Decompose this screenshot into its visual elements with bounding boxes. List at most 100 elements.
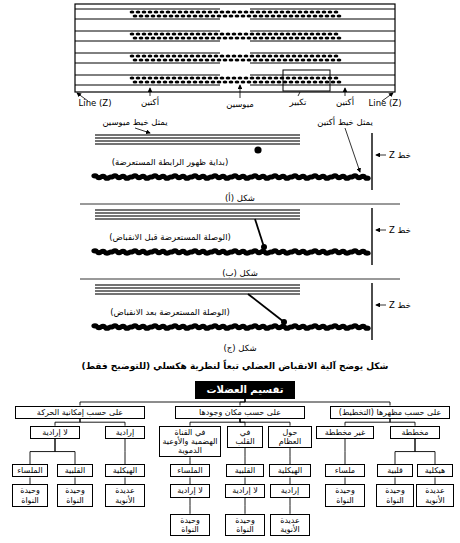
myosin-bead (148, 10, 153, 13)
myosin-bead (235, 36, 240, 39)
myosin-bead (313, 80, 318, 83)
part-label: خط Z (389, 300, 411, 310)
myosin-filament (95, 143, 300, 144)
myosin-bead (262, 32, 267, 35)
myosin-bead (157, 58, 162, 61)
myosin-bead (199, 58, 204, 61)
myosin-bead (211, 36, 216, 39)
zoom-box (283, 70, 330, 91)
myosin-bead (280, 32, 285, 35)
tree-connector (240, 419, 290, 426)
myosin-bead (190, 54, 195, 57)
myosin-bead (265, 14, 270, 17)
actin-bead (363, 326, 370, 331)
myosin-bead (244, 32, 249, 35)
box-text: وحيدة النواة (173, 516, 207, 534)
tree-connector (75, 477, 76, 484)
myosin-bead (331, 80, 336, 83)
myosin-bead (301, 36, 306, 39)
part-label: يمثل خيط ميوسين (102, 117, 167, 127)
myosin-bead (334, 10, 339, 13)
huxley-panels (91, 133, 372, 340)
myosin-bead (259, 36, 264, 39)
myosin-bead (184, 76, 189, 79)
myosin-bead (337, 14, 342, 17)
leader-lines (77, 85, 393, 305)
category-box: الهيكلية (105, 464, 145, 477)
category-box: قلبية (377, 464, 413, 477)
myosin-bead (334, 54, 339, 57)
actin-filament (75, 41, 220, 42)
category-box: لا إرادية (30, 426, 80, 439)
myosin-bead (310, 54, 315, 57)
myosin-bead (214, 10, 219, 13)
myosin-filament (95, 137, 300, 138)
category-box: القلبية (226, 464, 264, 477)
box-text: وحيدة النواة (228, 516, 262, 534)
myosin-bead (328, 10, 333, 13)
myosin-bead (286, 10, 291, 13)
part-label: (Z) Line (79, 98, 112, 108)
myosin-bead (229, 36, 234, 39)
title-box: تقسيم العضلات (195, 381, 295, 399)
myosin-bead (289, 36, 294, 39)
myosin-bead (235, 58, 240, 61)
myosin-bead (217, 58, 222, 61)
myosin-bead (310, 32, 315, 35)
myosin-bead (331, 58, 336, 61)
myosin-bead (169, 58, 174, 61)
myosin-bead (298, 32, 303, 35)
myosin-bead (316, 10, 321, 13)
myosin-bead (298, 76, 303, 79)
myosin-bead (259, 80, 264, 83)
actin-filament (250, 85, 395, 86)
myosin-bead (271, 58, 276, 61)
category-box: وحيدة النواة (325, 484, 365, 506)
myosin-bead (181, 36, 186, 39)
myosin-bead (307, 58, 312, 61)
myosin-bead (193, 80, 198, 83)
myosin-bead (289, 80, 294, 83)
category-box: في القلب (227, 426, 263, 448)
myosin-bead (265, 58, 270, 61)
myosin-head (281, 319, 287, 325)
category-box: وحيدة النواة (225, 514, 265, 536)
category-box: عديدة الأنوية (416, 484, 454, 506)
category-box: إرادية (270, 484, 310, 497)
box-text: هيكلية (420, 466, 450, 475)
category-box: هيكلية (417, 464, 453, 477)
myosin-bead (256, 54, 261, 57)
box-text: الملساء (15, 466, 45, 475)
actin-filament (250, 53, 395, 54)
box-text: القلبية (229, 466, 261, 475)
tree-connector (190, 419, 240, 426)
myosin-bead (136, 54, 141, 57)
actin-filament (250, 41, 395, 42)
actin-filament (250, 19, 395, 20)
myosin-bead (157, 80, 162, 83)
box-text: على حسب مكان وجودها (178, 408, 302, 417)
myosin-bead (166, 10, 171, 13)
myosin-bead (211, 80, 216, 83)
myosin-bead (280, 76, 285, 79)
myosin-bead (232, 76, 237, 79)
myosin-bead (268, 32, 273, 35)
myosin-bead (175, 58, 180, 61)
myosin-bead (214, 76, 219, 79)
myosin-bead (277, 80, 282, 83)
z-line (371, 208, 372, 265)
category-box: إرادية (105, 426, 145, 439)
myosin-bead (241, 36, 246, 39)
tree-connector (245, 477, 246, 484)
part-label: خط Z (389, 150, 411, 160)
category-box: وحيدة النواة (170, 514, 210, 536)
myosin-bead (169, 14, 174, 17)
myosin-bead (130, 76, 135, 79)
box-text: وحيدة النواة (60, 486, 90, 504)
myosin-bead (148, 76, 153, 79)
myosin-bead (304, 10, 309, 13)
myosin-bead (136, 32, 141, 35)
myosin-bead (151, 14, 156, 17)
myosin-bead (241, 58, 246, 61)
actin-filament (75, 75, 220, 76)
